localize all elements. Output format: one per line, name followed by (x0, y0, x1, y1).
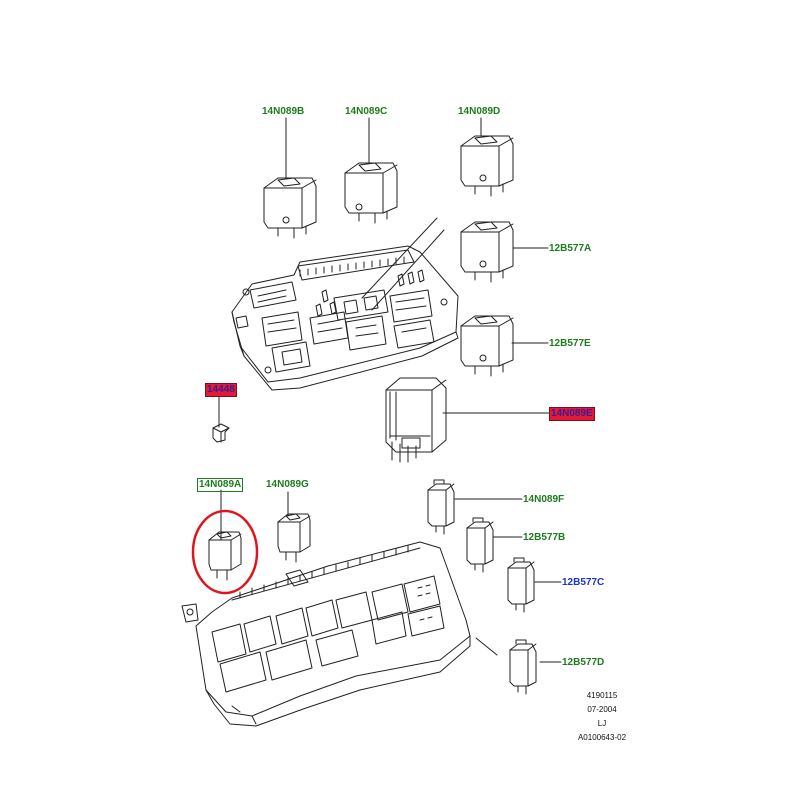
ref-drawing-id: A0100643-02 (577, 733, 627, 742)
ref-number: 4190115 (586, 691, 618, 700)
callout-14N089A[interactable]: 14N089A (197, 478, 244, 492)
module-14N089E (385, 377, 447, 463)
relay-12B577D (509, 639, 537, 695)
lower-fuse-box (181, 541, 471, 727)
relay-12B577A (460, 221, 514, 283)
relay-12B577C (507, 557, 535, 613)
callout-12B577E[interactable]: 12B577E (549, 338, 591, 349)
relay-12B577B (466, 517, 494, 573)
relay-14N089D (460, 135, 514, 197)
relay-12B577E (460, 315, 514, 377)
callout-14N089F[interactable]: 14N089F (523, 494, 565, 505)
clip-14448 (212, 423, 230, 443)
callout-14N089C[interactable]: 14N089C (345, 106, 388, 117)
callout-14N089D[interactable]: 14N089D (458, 106, 501, 117)
callout-14N089E[interactable]: 14N089E (549, 407, 595, 421)
highlight-circle (191, 509, 259, 595)
callout-12B577C[interactable]: 12B577C (562, 577, 605, 588)
upper-fuse-box (231, 245, 459, 391)
leader-lines (218, 117, 562, 663)
callout-12B577D[interactable]: 12B577D (562, 657, 605, 668)
relay-14N089G (277, 513, 311, 563)
relay-14N089B (263, 177, 317, 239)
callout-14448[interactable]: 14448 (205, 383, 237, 397)
ref-initials: LJ (597, 719, 607, 728)
relay-14N089C (344, 162, 398, 224)
relay-14N089F (427, 479, 455, 535)
callout-14N089B[interactable]: 14N089B (262, 106, 305, 117)
relay-14N089A (208, 531, 242, 581)
callout-12B577A[interactable]: 12B577A (549, 243, 592, 254)
callout-14N089G[interactable]: 14N089G (266, 479, 309, 490)
ref-date: 07-2004 (587, 705, 617, 714)
callout-12B577B[interactable]: 12B577B (523, 532, 566, 543)
